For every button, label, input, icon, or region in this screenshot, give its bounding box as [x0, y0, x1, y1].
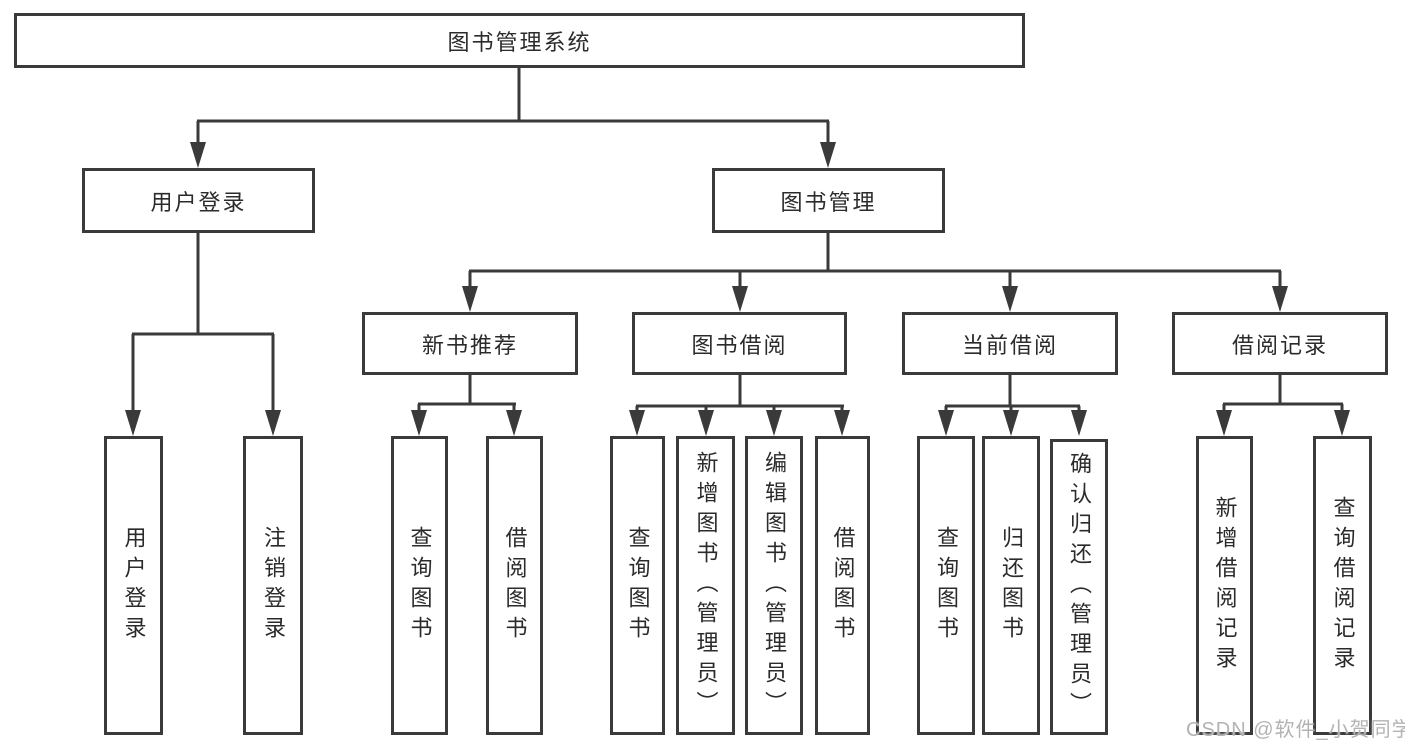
leaf-add-books-admin-label: 新增图书（管理员）: [693, 450, 719, 721]
leaf-borrow-books-2: 借阅图书: [815, 436, 870, 735]
leaf-query-books-1: 查询图书: [391, 436, 448, 735]
connector-records-to-leaves: [1216, 375, 1350, 436]
leaf-add-borrow-record: 新增借阅记录: [1196, 436, 1253, 735]
leaf-user-login-label: 用户登录: [121, 525, 147, 646]
leaf-return-books-label: 归还图书: [999, 525, 1024, 646]
connector-newbooks-to-leaves: [411, 375, 522, 436]
connector-bookmgmt-to-level3: [462, 233, 1288, 312]
leaf-confirm-return-admin-label: 确认归还（管理员）: [1067, 452, 1092, 722]
leaf-query-books-2-label: 查询图书: [625, 525, 651, 646]
leaf-user-login: 用户登录: [104, 436, 163, 735]
node-book-borrowing: 图书借阅: [632, 312, 847, 375]
node-user-login: 用户登录: [82, 168, 315, 233]
csdn-watermark: CSDN @软件_小贺同学: [1186, 719, 1405, 741]
leaf-logout-label: 注销登录: [261, 525, 286, 646]
leaf-query-books-3-label: 查询图书: [934, 525, 959, 646]
node-book-management: 图书管理: [712, 168, 945, 233]
leaf-query-books-2: 查询图书: [610, 436, 665, 735]
node-root-system: 图书管理系统: [14, 13, 1025, 68]
leaf-query-books-1-label: 查询图书: [407, 525, 433, 646]
leaf-borrow-books-1: 借阅图书: [486, 436, 543, 735]
node-new-book-recommend: 新书推荐: [362, 312, 578, 375]
connector-root-to-level2: [190, 67, 836, 168]
leaf-logout: 注销登录: [243, 436, 303, 735]
leaf-query-books-3: 查询图书: [917, 436, 975, 735]
leaf-query-borrow-record-label: 查询借阅记录: [1330, 495, 1356, 676]
leaf-edit-books-admin-label: 编辑图书（管理员）: [762, 450, 787, 721]
leaf-return-books: 归还图书: [982, 436, 1040, 735]
leaf-borrow-books-1-label: 借阅图书: [502, 525, 528, 646]
leaf-add-books-admin: 新增图书（管理员）: [676, 436, 735, 735]
connector-borrowing-to-leaves: [629, 375, 850, 436]
connector-current-to-leaves: [938, 375, 1087, 436]
connector-userlogin-to-leaves: [125, 233, 281, 436]
leaf-borrow-books-2-label: 借阅图书: [830, 525, 856, 646]
leaf-confirm-return-admin: 确认归还（管理员）: [1050, 439, 1108, 735]
leaf-query-borrow-record: 查询借阅记录: [1313, 436, 1372, 735]
leaf-add-borrow-record-label: 新增借阅记录: [1212, 495, 1238, 676]
node-current-borrowing: 当前借阅: [902, 312, 1118, 375]
node-borrowing-records: 借阅记录: [1172, 312, 1388, 375]
leaf-edit-books-admin: 编辑图书（管理员）: [745, 436, 803, 735]
